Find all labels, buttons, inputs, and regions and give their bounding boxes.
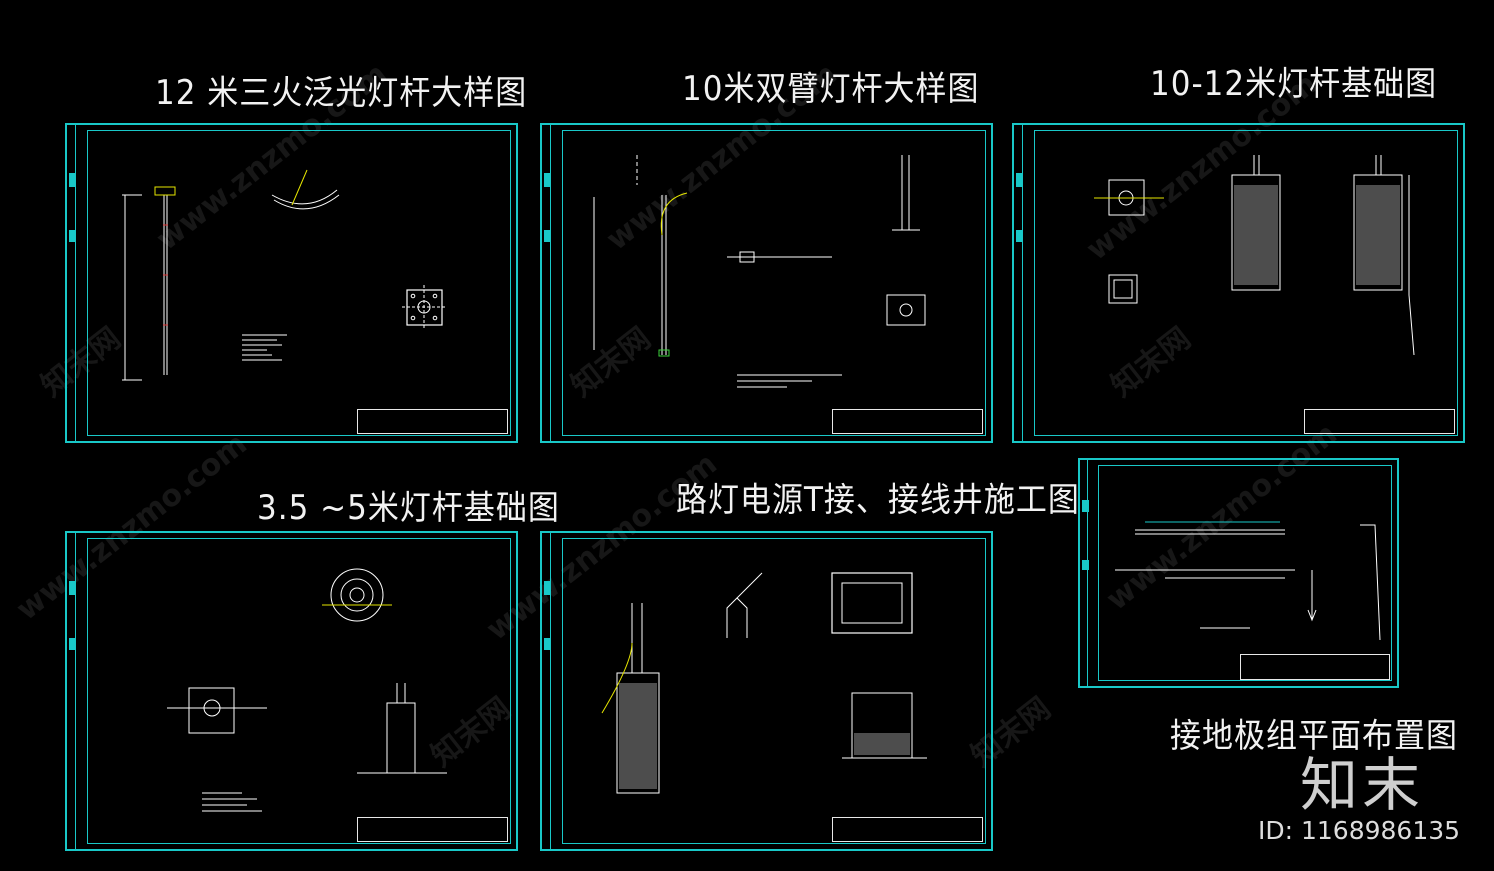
binding-strip (1087, 460, 1088, 686)
binding-mark (544, 638, 551, 650)
binding-strip (75, 125, 76, 441)
binding-mark (544, 173, 551, 187)
binding-mark (69, 638, 76, 650)
drawing-sheet-2[interactable] (540, 123, 993, 443)
binding-mark (544, 230, 551, 242)
double-arm-pole-drawing (593, 155, 926, 388)
drawing-sheet-3[interactable] (1012, 123, 1465, 443)
title-block (357, 409, 508, 434)
binding-mark (69, 230, 76, 242)
binding-mark (69, 581, 76, 595)
brand-logo: 知末 (1300, 751, 1425, 819)
inner-frame (1034, 130, 1458, 436)
binding-mark (1082, 500, 1089, 512)
binding-mark (544, 581, 551, 595)
sheet-title-4: 3.5 ~5米灯杆基础图 (257, 488, 560, 528)
inner-frame (562, 130, 986, 436)
pole-elevation-drawing (122, 169, 447, 381)
junction-well-drawing (601, 572, 927, 794)
binding-strip (550, 533, 551, 849)
sheet-title-3: 10-12米灯杆基础图 (1150, 64, 1438, 104)
drawing-sheet-6[interactable] (1078, 458, 1399, 688)
sheet-title-1: 12 米三火泛光灯杆大样图 (155, 73, 528, 113)
sheet-title-5: 路灯电源T接、接线井施工图 (676, 480, 1080, 520)
sheet-title-2: 10米双臂灯杆大样图 (682, 69, 980, 109)
inner-frame (562, 538, 986, 844)
drawing-sheet-1[interactable] (65, 123, 518, 443)
binding-strip (75, 533, 76, 849)
brand-id: ID: 1168986135 (1258, 816, 1461, 845)
binding-mark (1082, 560, 1089, 570)
binding-mark (1016, 173, 1023, 187)
binding-strip (550, 125, 551, 441)
sheet-title-6: 接地极组平面布置图 (1170, 716, 1458, 756)
binding-mark (1016, 230, 1023, 242)
inner-frame (1098, 465, 1392, 681)
inner-frame (87, 538, 511, 844)
title-block (1240, 654, 1390, 680)
title-block (1304, 409, 1455, 434)
title-block (832, 409, 983, 434)
foundation-drawing (1094, 155, 1415, 356)
grounding-plan-drawing (1115, 521, 1381, 641)
drawing-sheet-4[interactable] (65, 531, 518, 851)
title-block (357, 817, 508, 842)
title-block (832, 817, 983, 842)
binding-mark (69, 173, 76, 187)
small-foundation-drawing (167, 568, 447, 812)
drawing-sheet-5[interactable] (540, 531, 993, 851)
inner-frame (87, 130, 511, 436)
binding-strip (1022, 125, 1023, 441)
